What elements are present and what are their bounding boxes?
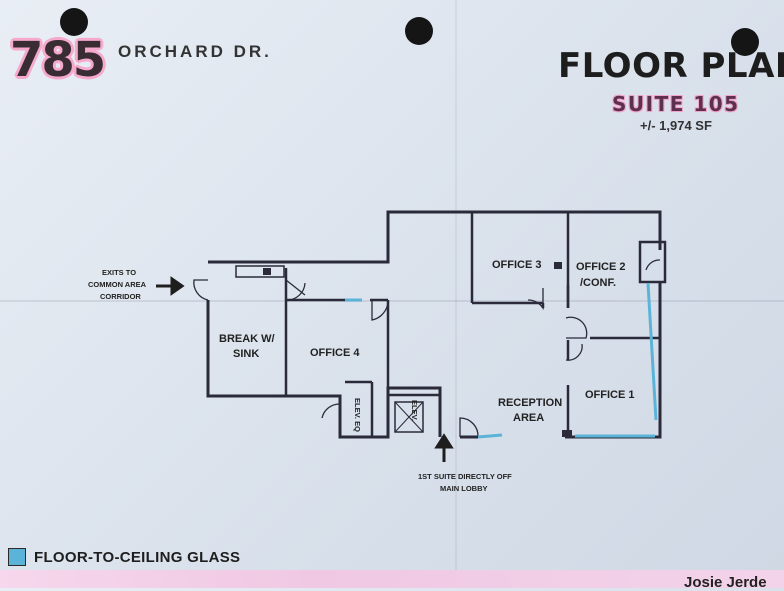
- floor-plan-title: FLOOR PLAN: [558, 46, 784, 86]
- note-exits-line2: COMMON AREA: [88, 280, 147, 289]
- square-footage: +/- 1,974 SF: [640, 118, 712, 133]
- footer-corner-text: Josie Jerde: [684, 574, 767, 591]
- punch-hole-left: [60, 8, 88, 36]
- room-office-2-sub: /CONF.: [580, 277, 616, 289]
- room-elev: ELEV.: [410, 400, 419, 421]
- note-exits-line1: EXITS TO: [102, 268, 136, 277]
- punch-hole-right: [731, 28, 759, 56]
- bottom-color-strip: [0, 570, 784, 588]
- suite-label: SUITE 105: [612, 92, 740, 116]
- room-office-4: OFFICE 4: [310, 347, 360, 359]
- break-room-counter: [235, 265, 285, 278]
- glass-walls: [345, 282, 658, 439]
- note-exits-line3: CORRIDOR: [100, 292, 141, 301]
- paper-fold-vertical: [455, 0, 457, 588]
- room-reception-line1: RECEPTION: [498, 397, 562, 409]
- room-elev-eq: ELEV. EQ: [353, 398, 362, 432]
- door-swings: [193, 259, 661, 438]
- column-marker: [554, 262, 562, 269]
- address-number: 785: [10, 32, 106, 88]
- interior-walls: [284, 212, 667, 437]
- room-reception-line2: AREA: [513, 412, 544, 424]
- legend-label: FLOOR-TO-CEILING GLASS: [34, 548, 241, 566]
- room-office-2: OFFICE 2: [576, 261, 626, 273]
- arrow-lobby: [434, 433, 454, 462]
- legend: FLOOR-TO-CEILING GLASS: [8, 548, 240, 566]
- room-break-line2: SINK: [233, 348, 259, 360]
- punch-hole-center: [405, 17, 433, 45]
- elevator-shaft: [394, 401, 424, 433]
- arrow-exits: [156, 276, 185, 296]
- paper-fold-horizontal: [0, 300, 784, 302]
- room-office-3: OFFICE 3: [492, 259, 542, 271]
- legend-glass-swatch: [8, 548, 26, 566]
- room-office-1: OFFICE 1: [585, 389, 635, 401]
- column-marker-bottom: [562, 430, 572, 437]
- note-lobby-line1: 1ST SUITE DIRECTLY OFF: [418, 472, 512, 481]
- address-street: ORCHARD DR.: [118, 42, 272, 61]
- exterior-walls: [206, 210, 662, 439]
- note-lobby-line2: MAIN LOBBY: [440, 484, 488, 493]
- room-break-line1: BREAK W/: [219, 333, 275, 345]
